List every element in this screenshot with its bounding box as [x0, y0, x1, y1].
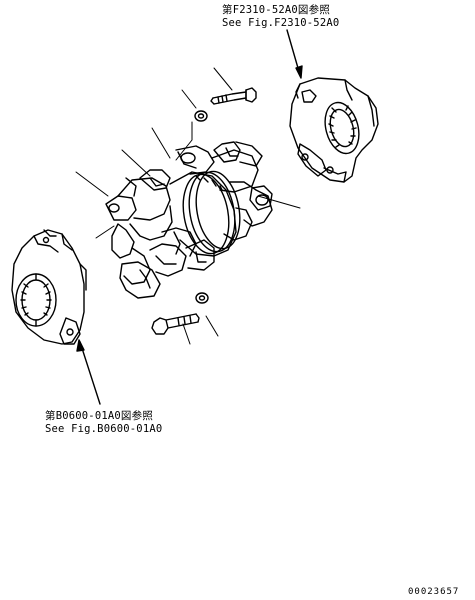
- bolt-upper: [211, 88, 256, 104]
- leader-left-flange: [96, 226, 114, 238]
- universal-joint-assembly: [106, 142, 272, 298]
- part-leader-lines: [76, 68, 300, 344]
- reference-top-english: See Fig.F2310-52A0: [222, 17, 340, 29]
- reference-top-japanese: 第F2310-52A0図参照: [222, 4, 331, 16]
- reference-bottom-english: See Fig.B0600-01A0: [45, 423, 163, 435]
- right-flange-yoke: [290, 78, 378, 182]
- leader-bottom-reference: [77, 340, 100, 404]
- reference-bottom-japanese: 第B0600-01A0図参照: [45, 410, 154, 422]
- left-flange-yoke: [12, 230, 86, 344]
- washer-upper: [195, 111, 207, 121]
- drawing-number: 00023657: [408, 587, 460, 597]
- leader-top-reference: [287, 30, 302, 78]
- washer-lower: [196, 293, 208, 303]
- bolt-lower: [152, 314, 199, 334]
